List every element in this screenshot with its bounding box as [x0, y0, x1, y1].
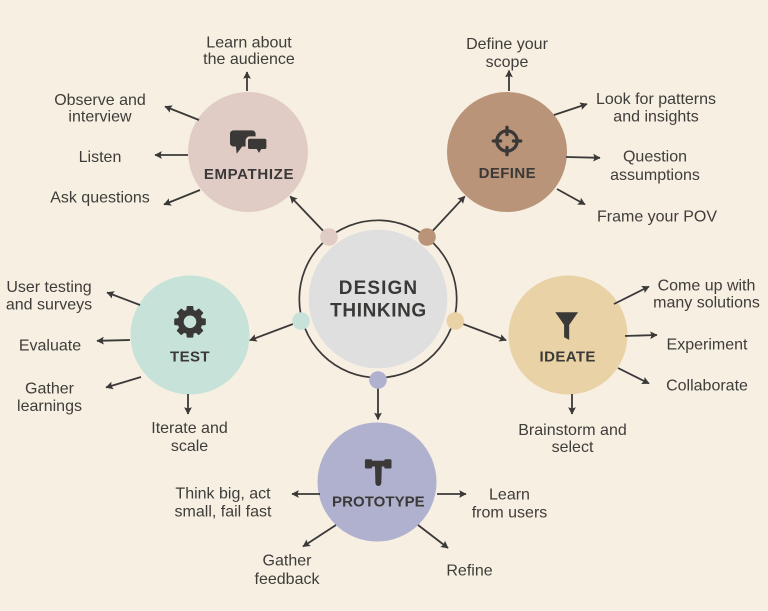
svg-text:and insights: and insights: [613, 109, 698, 126]
svg-text:and surveys: and surveys: [6, 297, 92, 314]
svg-text:Iterate and: Iterate and: [151, 420, 228, 437]
svg-text:small, fail fast: small, fail fast: [175, 503, 272, 520]
svg-text:interview: interview: [68, 109, 132, 126]
svg-text:Question: Question: [623, 148, 687, 165]
svg-text:scope: scope: [486, 54, 529, 71]
svg-text:Listen: Listen: [79, 149, 122, 166]
svg-text:learnings: learnings: [17, 398, 82, 415]
svg-text:THINKING: THINKING: [330, 301, 427, 322]
svg-text:scale: scale: [171, 438, 208, 455]
svg-text:Brainstorm and: Brainstorm and: [518, 422, 627, 439]
svg-text:Refine: Refine: [446, 563, 492, 580]
svg-text:Evaluate: Evaluate: [19, 338, 81, 355]
svg-text:Look for patterns: Look for patterns: [596, 91, 716, 108]
svg-text:Learn: Learn: [489, 487, 530, 504]
svg-text:Collaborate: Collaborate: [666, 378, 748, 395]
svg-text:Gather: Gather: [263, 553, 313, 570]
svg-text:Gather: Gather: [25, 380, 75, 397]
svg-text:from users: from users: [472, 504, 548, 521]
svg-text:DEFINE: DEFINE: [479, 165, 536, 182]
svg-text:the audience: the audience: [203, 51, 295, 68]
svg-text:Think big, act: Think big, act: [175, 485, 271, 502]
svg-text:assumptions: assumptions: [610, 167, 700, 184]
svg-text:PROTOTYPE: PROTOTYPE: [332, 494, 425, 511]
svg-text:TEST: TEST: [170, 349, 210, 366]
svg-text:IDEATE: IDEATE: [540, 349, 596, 366]
svg-text:many solutions: many solutions: [653, 295, 760, 312]
svg-text:Come up with: Come up with: [658, 277, 756, 294]
svg-text:User testing: User testing: [6, 279, 91, 296]
svg-text:DESIGN: DESIGN: [339, 278, 418, 299]
svg-text:Observe and: Observe and: [54, 92, 146, 109]
svg-text:Experiment: Experiment: [667, 336, 748, 353]
svg-text:Learn about: Learn about: [206, 35, 292, 52]
svg-text:feedback: feedback: [255, 571, 321, 588]
svg-text:Define your: Define your: [466, 36, 548, 53]
svg-text:Frame your POV: Frame your POV: [597, 209, 717, 226]
svg-text:EMPATHIZE: EMPATHIZE: [204, 166, 294, 183]
svg-text:select: select: [552, 439, 594, 456]
svg-text:Ask questions: Ask questions: [50, 190, 150, 207]
